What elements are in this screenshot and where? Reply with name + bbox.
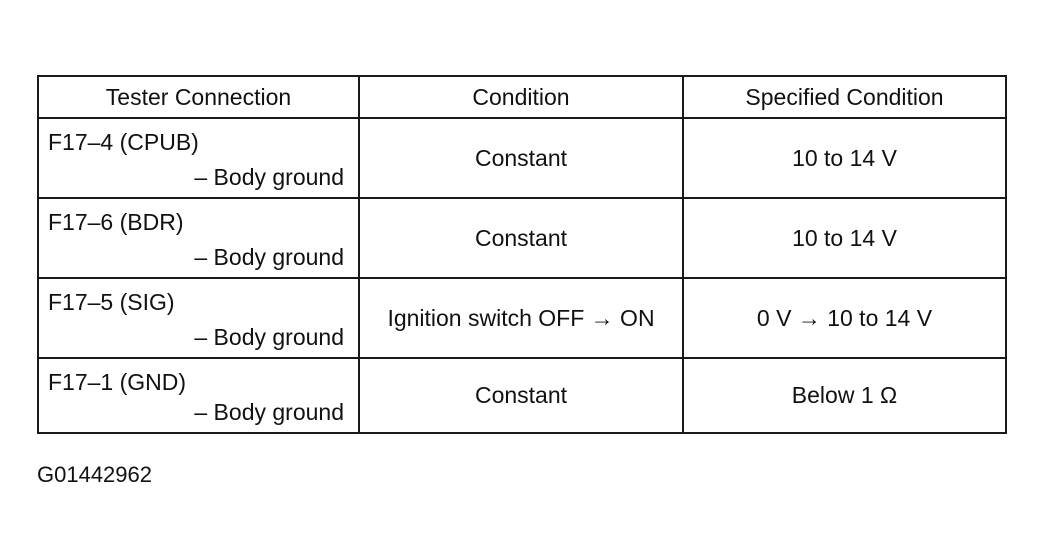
condition-cell: Constant (358, 197, 684, 279)
header-row: Tester Connection Condition Specified Co… (37, 75, 1007, 119)
tester-connection-cell: F17–5 (SIG) – Body ground (37, 277, 360, 359)
table-row: F17–6 (BDR) – Body ground Constant 10 to… (37, 197, 1007, 279)
terminal-label: F17–6 (BDR) (48, 209, 184, 235)
tester-connection-cell: F17–1 (GND) – Body ground (37, 357, 360, 434)
table-row: F17–1 (GND) – Body ground Constant Below… (37, 357, 1007, 434)
specified-condition-cell: 10 to 14 V (682, 117, 1007, 199)
figure-id: G01442962 (37, 462, 152, 487)
condition-cell: Ignition switch OFF → ON (358, 277, 684, 359)
terminal-label: F17–1 (GND) (48, 369, 187, 395)
table-row: F17–5 (SIG) – Body ground Ignition switc… (37, 277, 1007, 359)
header-tester-connection: Tester Connection (37, 75, 360, 119)
table-row: F17–4 (CPUB) – Body ground Constant 10 t… (37, 117, 1007, 199)
terminal-label: F17–4 (CPUB) (48, 129, 199, 155)
specified-condition-cell: 0 V → 10 to 14 V (682, 277, 1007, 359)
header-specified-condition: Specified Condition (682, 75, 1007, 119)
specified-condition-cell: Below 1 Ω (682, 357, 1007, 434)
specified-condition-cell: 10 to 14 V (682, 197, 1007, 279)
condition-cell: Constant (358, 117, 684, 199)
condition-cell: Constant (358, 357, 684, 434)
ground-label: – Body ground (194, 163, 344, 190)
header-condition: Condition (358, 75, 684, 119)
specification-table: Tester Connection Condition Specified Co… (37, 75, 1007, 434)
tester-connection-cell: F17–6 (BDR) – Body ground (37, 197, 360, 279)
ground-label: – Body ground (194, 323, 344, 350)
ground-label: – Body ground (194, 398, 344, 425)
terminal-label: F17–5 (SIG) (48, 289, 175, 315)
ground-label: – Body ground (194, 243, 344, 270)
tester-connection-cell: F17–4 (CPUB) – Body ground (37, 117, 360, 199)
